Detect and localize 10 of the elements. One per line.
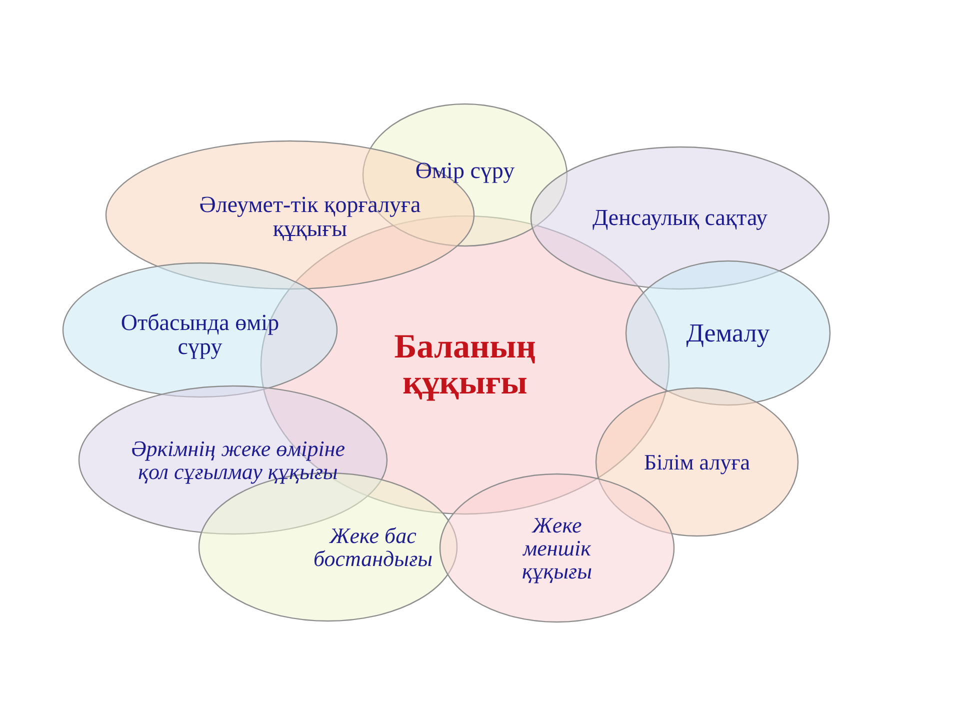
node-label: Білім алуға	[643, 450, 751, 474]
node-label: Баланың құқығы	[393, 329, 537, 401]
node-label: Отбасында өмір сүру	[120, 310, 280, 360]
node-label: Әлеумет-тік қорғалуға құқығы	[198, 192, 422, 242]
node-label: Жеке меншік құқығы	[521, 513, 593, 583]
node-label: Өмір сүру	[414, 158, 516, 184]
node-label: Денсаулық сақтау	[591, 206, 769, 230]
node-label: Жеке бас бостандығы	[312, 524, 434, 570]
node-label: Әркімнің жеке өміріне қол сұғылмау құқығы	[130, 436, 346, 484]
node-label: Демалу	[685, 319, 771, 347]
